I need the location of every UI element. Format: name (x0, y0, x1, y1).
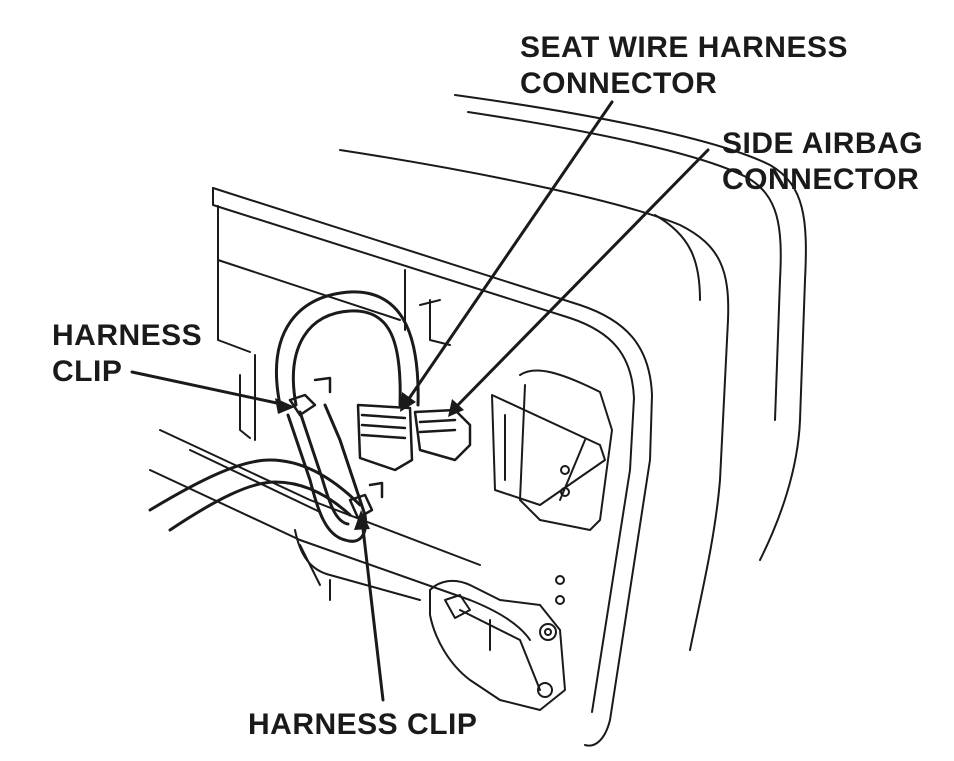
arrow-harness-clip-upper-icon (275, 398, 295, 414)
harness-clip-upper (288, 376, 332, 417)
harness-clip-lower-label-text: HARNESS CLIP (248, 708, 478, 741)
seat-back-panel (212, 187, 653, 747)
harness-clip-lower-label: HARNESS CLIP (248, 707, 477, 743)
seat-back-outline (339, 94, 807, 651)
seat-wire-harness-connector (356, 403, 414, 472)
side-airbag-connector (413, 408, 472, 462)
side-airbag-connector-label-line-1: SIDE AIRBAG (722, 127, 924, 160)
harness-clip-lower (348, 481, 384, 520)
seat-wire-harness-connector-label: SEAT WIRE HARNESS CONNECTOR (520, 30, 848, 102)
seat-wire-harness-connector-label-line-1: SEAT WIRE HARNESS (520, 31, 848, 64)
side-airbag-connector-label-line-2: CONNECTOR (722, 163, 920, 196)
harness-clip-upper-label: HARNESS CLIP (52, 318, 202, 390)
seat-frame-rail (149, 429, 566, 711)
harness-clip-upper-label-line-2: CLIP (52, 355, 123, 388)
leader-arrowheads (275, 392, 464, 530)
leader-lines (130, 100, 710, 702)
arrow-seat-connector-icon (400, 392, 416, 412)
arrow-harness-clip-lower-icon (354, 510, 370, 530)
harness-clip-upper-label-line-1: HARNESS (52, 319, 203, 352)
seat-wire-harness-connector-label-line-2: CONNECTOR (520, 67, 718, 100)
side-airbag-connector-label: SIDE AIRBAG CONNECTOR (722, 126, 923, 198)
recliner-bracket (419, 299, 613, 605)
arrow-airbag-connector-icon (448, 399, 464, 417)
